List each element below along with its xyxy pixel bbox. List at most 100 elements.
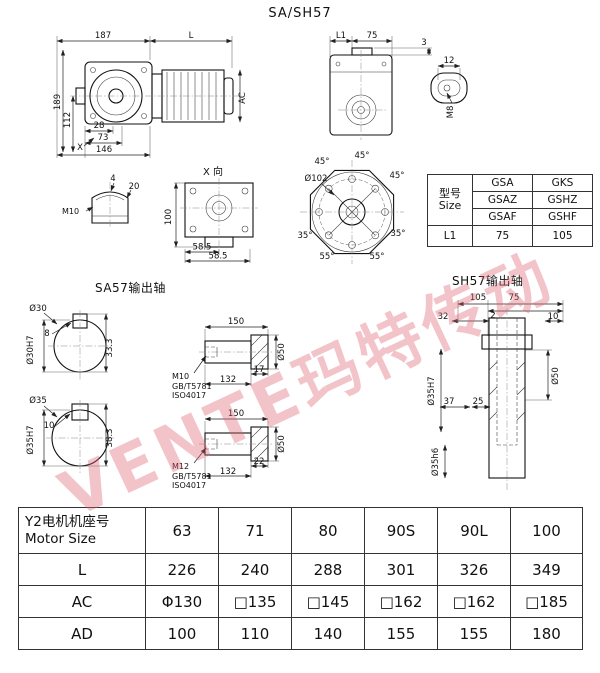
flange-view: Ø102 45° 45° 45° 35° 55° 55° 35° (297, 151, 406, 264)
side-details (330, 61, 461, 126)
s1-disc-dia: Ø50 (276, 343, 287, 361)
row-label-AD: AD (18, 617, 146, 650)
cell-gshz: GSHZ (532, 191, 593, 209)
dim-20: 20 (129, 182, 140, 192)
s1-std2: ISO4017 (172, 391, 206, 400)
angle-45-b: 45° (354, 151, 369, 161)
dim-112: 112 (63, 112, 73, 128)
dim-AC: AC (238, 92, 248, 104)
sh-dim-105: 105 (470, 293, 486, 303)
key-part-outline (91, 191, 129, 224)
dim-58-5-a: 58.5 (193, 243, 212, 253)
size-table-row: GSAF GSHF (428, 208, 593, 226)
s2-keyway-depth: 38.3 (105, 429, 115, 448)
sh-dim-75: 75 (509, 293, 520, 303)
s2-keyway-width: 10 (44, 421, 55, 431)
cell-AC-1: □135 (218, 585, 292, 618)
cell-AC-0: Φ130 (145, 585, 219, 618)
dim-102: Ø102 (305, 173, 328, 184)
cell-l1-label: L1 (427, 225, 473, 247)
sh-dim-25: 25 (473, 397, 484, 407)
sa57-section-label: SA57输出轴 (95, 281, 166, 295)
s1-std1: GB/T5781 (172, 382, 212, 391)
s2-dim-lines (41, 403, 279, 479)
s2-std1: GB/T5781 (172, 472, 212, 481)
sa57-shaft1: Ø30 8 Ø30H7 33.3 150 17 132 Ø50 M10 GB/T… (25, 303, 287, 400)
cell-AD-4: 155 (437, 617, 511, 650)
motor-table-row-AC: AC Φ130 □135 □145 □162 □162 □185 (18, 585, 583, 618)
sh-dim-37: 37 (444, 397, 455, 407)
s1-length: 150 (228, 317, 244, 327)
sh-dim-50: Ø50 (550, 367, 561, 385)
side-view: L1 75 3 12 M8 (329, 31, 468, 140)
cell-AD-0: 100 (145, 617, 219, 650)
dim-189: 189 (53, 94, 63, 110)
dim-L: L (189, 31, 194, 41)
size-table-header-cn: 型号 (439, 187, 461, 200)
s1-keyway-depth: 33.3 (105, 339, 115, 358)
s2-length: 150 (228, 409, 244, 419)
sa57-shaft2: Ø35 10 Ø35H7 38.3 150 22 132 Ø50 M12 GB/… (25, 395, 287, 490)
cell-L-4: 326 (437, 553, 511, 586)
size-table-row: GSAZ GSHZ (428, 191, 593, 209)
cell-AD-1: 110 (218, 617, 292, 650)
angle-35-a: 35° (297, 231, 312, 241)
sh-dim-2: 2 (490, 311, 495, 321)
s1-keyway-width: 8 (44, 329, 49, 339)
dim-75: 75 (367, 31, 378, 41)
dim-58-5-b: 58.5 (209, 252, 228, 262)
front-view: 187 L 189 112 28 73 146 X AC (53, 31, 248, 158)
row-label-L: L (18, 553, 146, 586)
label-x-arrow: X (77, 143, 83, 153)
cell-L-0: 226 (145, 553, 219, 586)
dim-3: 3 (421, 38, 426, 48)
s1-seg: 17 (254, 365, 265, 375)
s2-dia: Ø35 (29, 395, 47, 406)
dim-4: 4 (110, 174, 115, 184)
s1-bore: Ø30H7 (25, 335, 36, 364)
x-direction-view: X 向 100 (164, 165, 258, 264)
dim-28: 28 (94, 121, 105, 131)
key-part-leaders (85, 182, 132, 212)
s2-std2: ISO4017 (172, 481, 206, 490)
motor-table-row-L: L 226 240 288 301 326 349 (18, 553, 583, 586)
angle-55-b: 55° (369, 252, 384, 262)
sh57-view: 105 75 32 2 10 Ø35H7 37 25 Ø50 Ø35h6 (426, 293, 564, 490)
sh-bore: Ø35H7 (426, 376, 437, 405)
size-table-header-en: Size (438, 199, 462, 212)
cell-gsaz: GSAZ (472, 191, 533, 209)
motor-size-90l: 90L (437, 507, 511, 554)
cell-L-5: 349 (510, 553, 583, 586)
s1-dia: Ø30 (29, 303, 47, 314)
cell-gsa: GSA (472, 174, 533, 192)
dim-73: 73 (98, 133, 109, 143)
sh57-dim-lines (438, 301, 564, 479)
cell-l1-75: 75 (472, 225, 533, 247)
motor-header-en: Motor Size (25, 530, 97, 547)
cell-AD-2: 140 (291, 617, 365, 650)
angle-55-a: 55° (319, 252, 334, 262)
motor-table-header-cell: Y2电机机座号 Motor Size (18, 507, 146, 554)
size-table-row: 型号 Size GSA GKS (427, 174, 593, 226)
size-table: 型号 Size GSA GKS GSAZ GSHZ GSAF GSHF L1 7… (427, 174, 593, 247)
side-dim-lines (329, 38, 461, 104)
dim-M8: M8 (446, 106, 456, 119)
dim-L1: L1 (336, 31, 346, 41)
cell-L-3: 301 (364, 553, 438, 586)
front-extension-lines (56, 36, 233, 158)
s2-seg: 22 (254, 457, 265, 467)
cell-L-2: 288 (291, 553, 365, 586)
cell-AC-2: □145 (291, 585, 365, 618)
s1-thread: M10 (172, 372, 189, 381)
motor-header-cn: Y2电机机座号 (25, 513, 110, 530)
x-view-label: X 向 (203, 165, 223, 178)
s1-thread-hidden (205, 346, 217, 358)
s1-dim-lines (41, 312, 279, 387)
s2-body: 132 (220, 467, 236, 477)
dim-12: 12 (444, 56, 455, 66)
size-table-row-l1: L1 75 105 (427, 225, 593, 247)
technical-drawing: 187 L 189 112 28 73 146 X AC (25, 31, 564, 490)
cell-AC-3: □162 (364, 585, 438, 618)
s2-thread-hidden (205, 438, 217, 450)
dim-M10: M10 (62, 207, 79, 216)
